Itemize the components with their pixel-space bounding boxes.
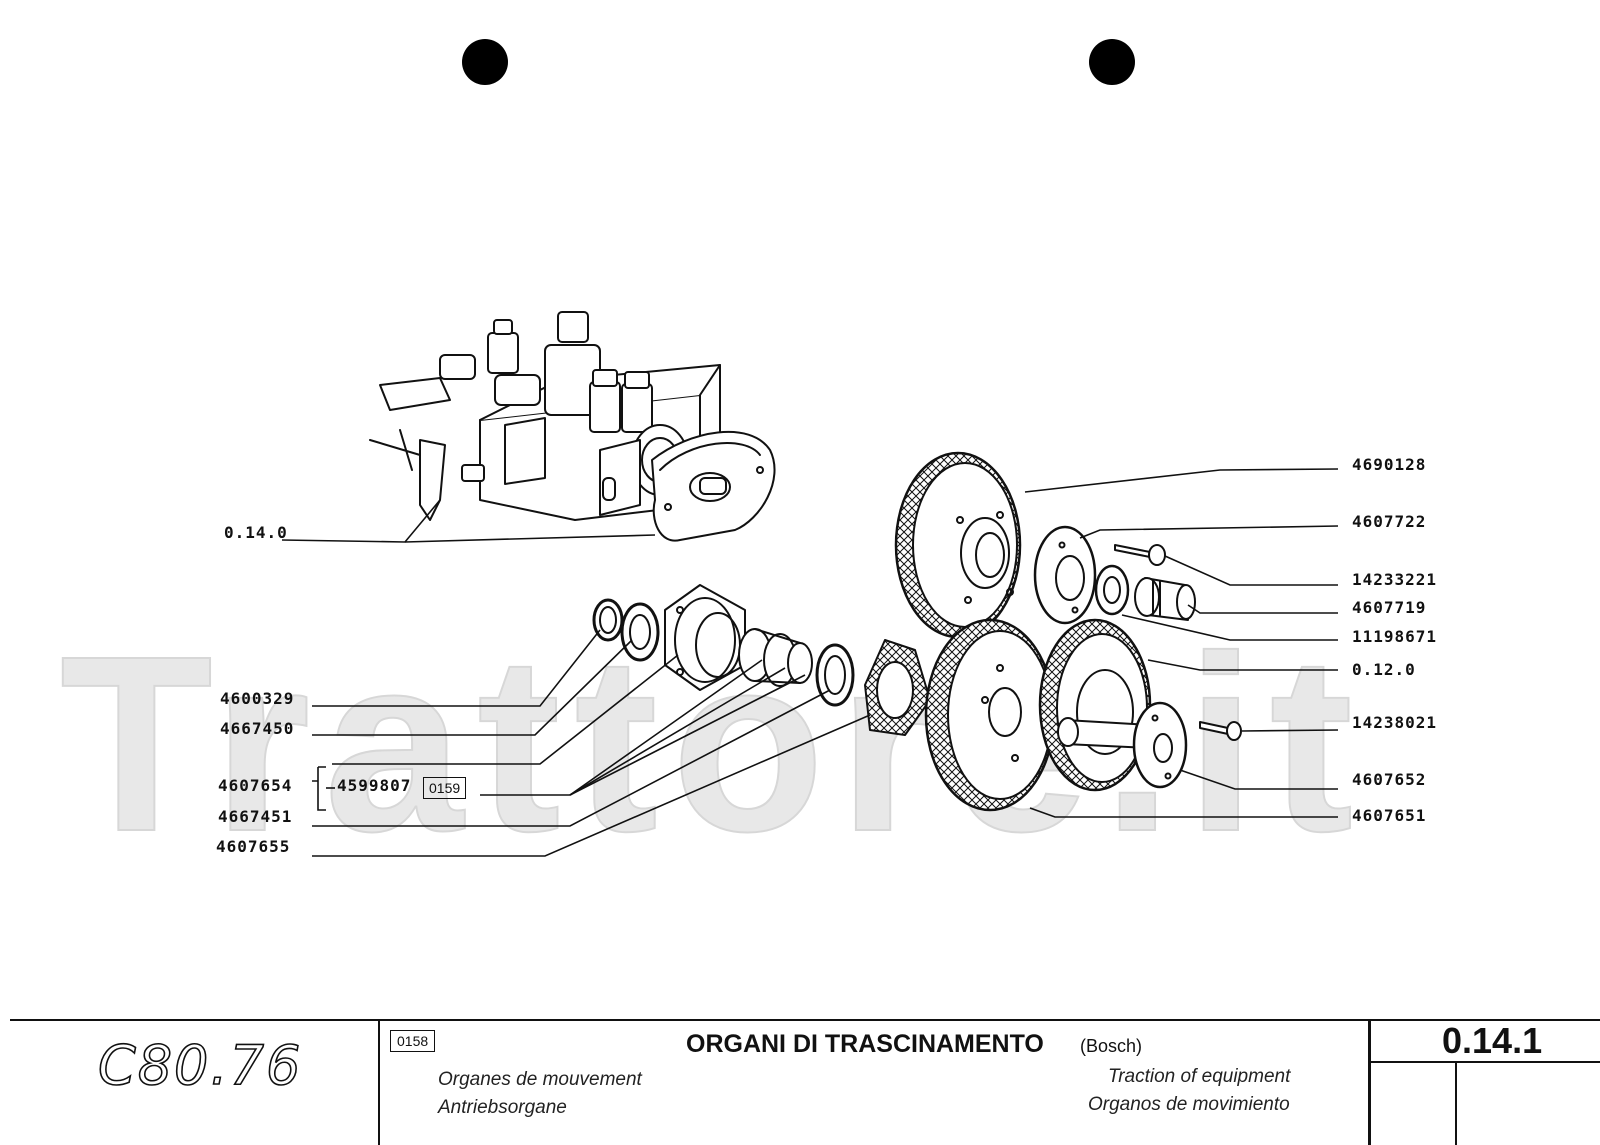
model-logo: C80.76 — [97, 1033, 303, 1098]
page-ref-box: 0158 — [390, 1030, 436, 1052]
callout-4607722: 4607722 — [1352, 512, 1427, 531]
subtitle-es: Organos de movimiento — [1088, 1094, 1290, 1115]
circlip-4600329 — [592, 598, 624, 642]
callout-4667450: 4667450 — [220, 719, 295, 738]
callout-4667451: 4667451 — [218, 807, 293, 826]
callout-4599807: 4599807 — [337, 776, 412, 795]
injection-pump — [369, 311, 776, 542]
callout-4607652: 4607652 — [1352, 770, 1427, 789]
callout-4607651: 4607651 — [1352, 806, 1427, 825]
callout-4600329: 4600329 — [220, 689, 295, 708]
page-title: ORGANI DI TRASCINAMENTO — [686, 1030, 1044, 1058]
subtitle-en: Traction of equipment — [1108, 1066, 1291, 1087]
subtitle-fr: Organes de mouvement — [438, 1069, 642, 1090]
washer-4667451 — [815, 643, 855, 707]
flange-hub-4607654 — [664, 584, 746, 691]
ref-box-0159: 0159 — [423, 777, 467, 799]
callout-0-14-0: 0.14.0 — [224, 523, 288, 542]
title-variant: (Bosch) — [1080, 1036, 1143, 1056]
callout-14233221: 14233221 — [1352, 570, 1438, 589]
callout-14238021: 14238021 — [1352, 713, 1438, 732]
plate-4607722 — [1033, 525, 1097, 625]
washer-4667450 — [620, 602, 660, 662]
callout-11198671: 11198671 — [1352, 627, 1438, 646]
callout-4607654: 4607654 — [218, 776, 293, 795]
punch-hole-left — [462, 39, 508, 85]
gear-4607651 — [924, 618, 1056, 812]
hub-4607652 — [1057, 701, 1188, 789]
callout-0-12-0: 0.12.0 — [1352, 660, 1416, 679]
section-number: 0.14.1 — [1442, 1020, 1543, 1061]
callout-4690128: 4690128 — [1352, 455, 1427, 474]
bushing-4607719 — [1134, 577, 1196, 621]
subtitle-de: Antriebsorgane — [438, 1097, 567, 1118]
callout-4607655: 4607655 — [216, 837, 291, 856]
washer-11198671 — [1094, 564, 1130, 616]
leader-lines — [281, 468, 1339, 857]
bearing-4599807 — [738, 628, 813, 687]
punch-hole-right — [1089, 39, 1135, 85]
gear-0-12-0 — [1038, 618, 1152, 792]
title-block: C80.76 0158 ORGANI DI TRASCINAMENTO (Bos… — [0, 1014, 1600, 1145]
gasket-4607655 — [864, 639, 931, 736]
screw-14233221 — [1114, 544, 1166, 566]
screw-14238021 — [1199, 721, 1242, 741]
gear-4690128 — [894, 451, 1022, 639]
callout-4607719: 4607719 — [1352, 598, 1427, 617]
